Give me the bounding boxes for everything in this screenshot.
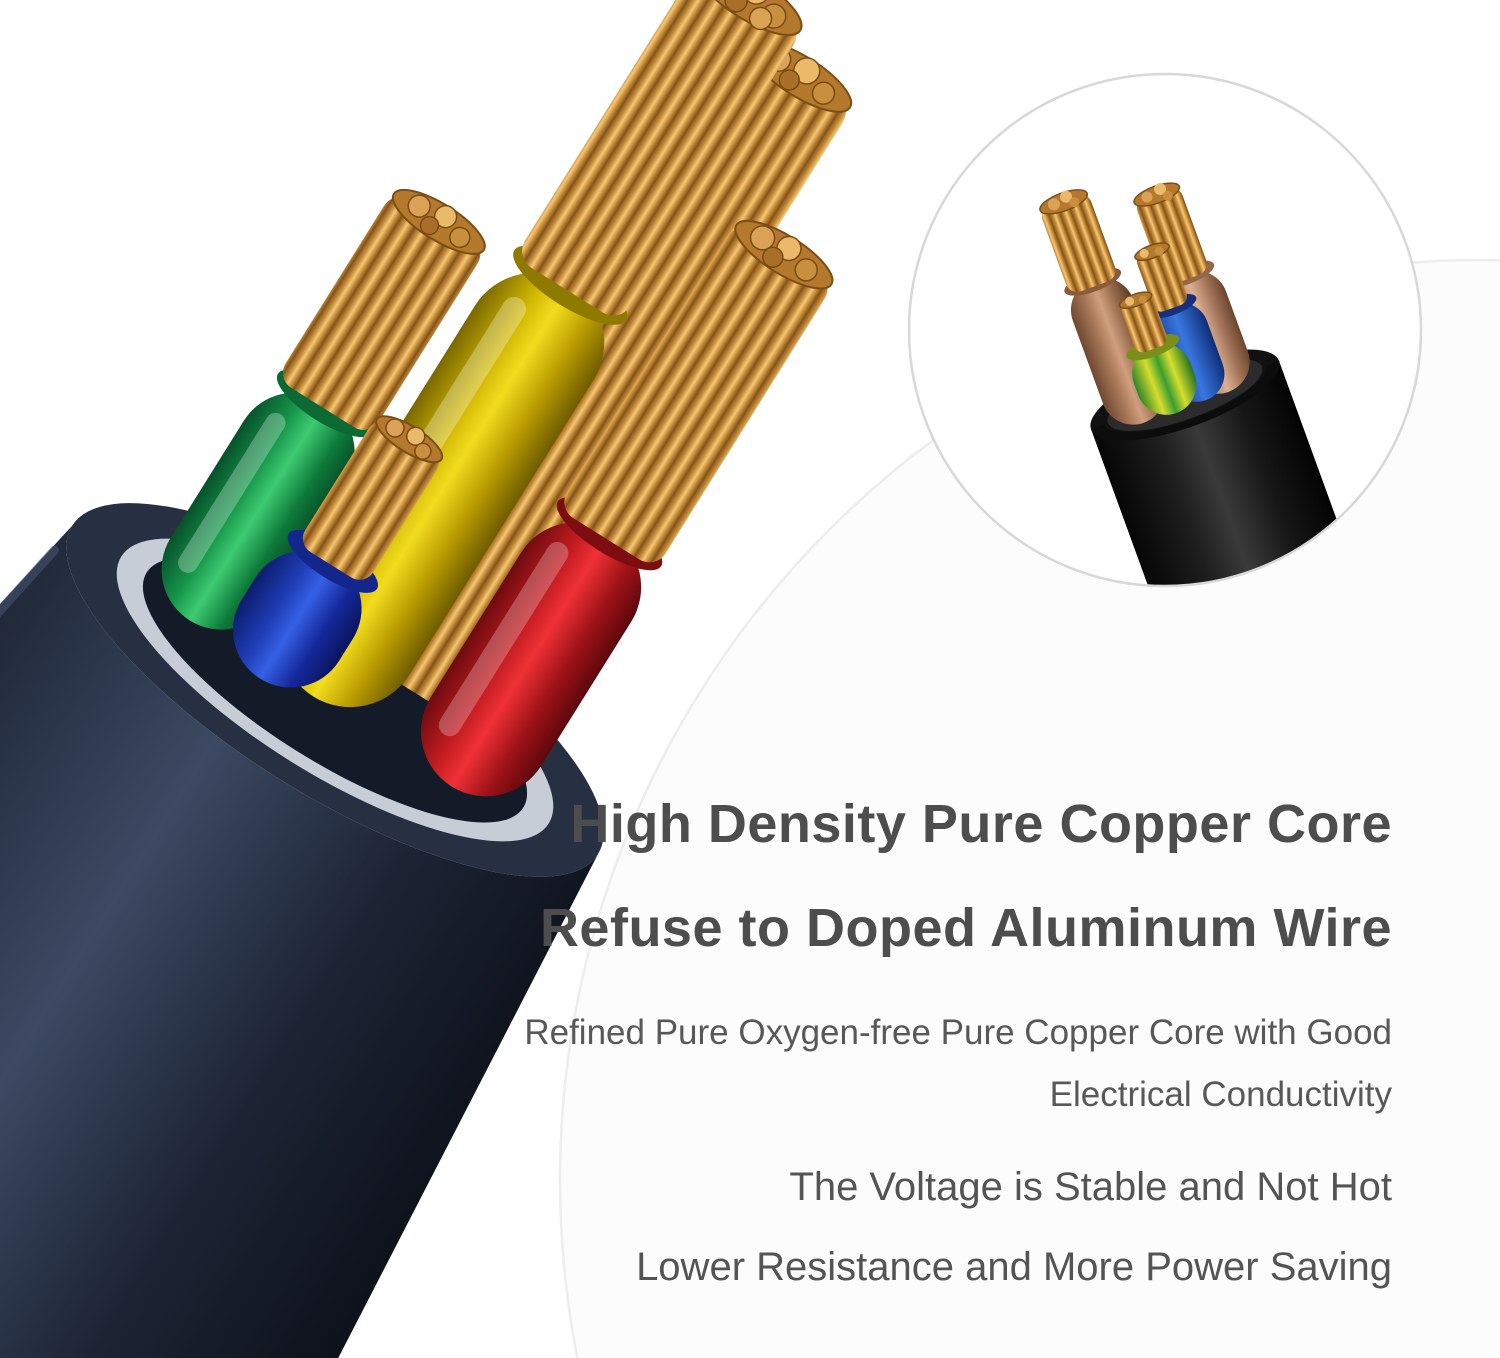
inset-detail [909, 74, 1421, 586]
copper-bundle-red [564, 219, 834, 563]
headline-line-1: High Density Pure Copper Core [570, 794, 1392, 854]
benefit-line-2: Lower Resistance and More Power Saving [636, 1244, 1392, 1289]
marketing-text: High Density Pure Copper Core Refuse to … [382, 793, 1392, 1290]
inset-wire-earth [1118, 291, 1197, 415]
inset-sheath [1091, 360, 1382, 586]
benefit-line-1: The Voltage is Stable and Not Hot [789, 1164, 1392, 1209]
inset-cable [1039, 182, 1382, 586]
headline-line-2: Refuse to Doped Aluminum Wire [539, 898, 1392, 959]
copper-bundle-yellow [522, 0, 803, 316]
wire-blue [232, 415, 444, 688]
inset-sheath-rim [1091, 360, 1280, 441]
main-cable [0, 0, 853, 1358]
inset-circle-border [907, 72, 1423, 588]
wire-red [421, 219, 834, 797]
wire-green [161, 188, 486, 630]
copper-bundle-blue [302, 415, 444, 580]
copper-bundle-green [282, 188, 486, 430]
description-line-1: Refined Pure Oxygen-free Pure Copper Cor… [524, 1013, 1392, 1053]
cable-sheath [0, 525, 598, 1358]
wire-green-gloss [178, 412, 286, 573]
description-line-2: Electrical Conductivity [1049, 1075, 1392, 1115]
wire-red-gloss [438, 542, 569, 737]
